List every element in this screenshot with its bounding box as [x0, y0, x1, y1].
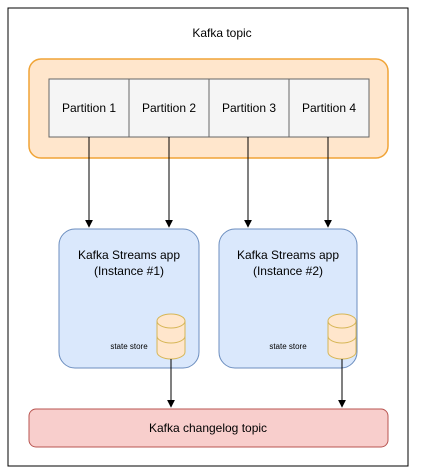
changelog-topic-box — [28, 408, 389, 448]
streams-app-2-box — [218, 228, 358, 369]
partition-2-box — [128, 78, 210, 138]
partition-4-label: Partition 4 — [302, 101, 356, 115]
state-store-1-label: state store — [110, 342, 148, 351]
partition-1-box — [48, 78, 130, 138]
partition-1: Partition 1 — [48, 78, 130, 138]
streams-app-instance-1: Kafka Streams app (Instance #1) state st… — [58, 228, 200, 369]
streams-app-2-title: Kafka Streams app — [237, 248, 339, 262]
streams-app-instance-2: Kafka Streams app (Instance #2) state st… — [218, 228, 358, 369]
partition-2: Partition 2 — [128, 78, 210, 138]
changelog-topic-label: Kafka changelog topic — [149, 421, 267, 435]
streams-app-2-instance: (Instance #2) — [253, 264, 323, 278]
partition-3-box — [208, 78, 290, 138]
state-store-2-cylinder — [327, 313, 357, 360]
state-store-2-label: state store — [269, 342, 307, 351]
partition-4: Partition 4 — [288, 78, 370, 138]
partition-4-box — [288, 78, 370, 138]
streams-app-1-instance: (Instance #1) — [94, 264, 164, 278]
partition-3-label: Partition 3 — [222, 101, 276, 115]
state-store-1-cylinder — [156, 313, 186, 360]
streams-app-1-title: Kafka Streams app — [78, 248, 180, 262]
partition-1-label: Partition 1 — [62, 101, 116, 115]
partition-3: Partition 3 — [208, 78, 290, 138]
partition-2-label: Partition 2 — [142, 101, 196, 115]
topic-title: Kafka topic — [192, 26, 251, 40]
changelog-topic: Kafka changelog topic — [28, 408, 389, 448]
